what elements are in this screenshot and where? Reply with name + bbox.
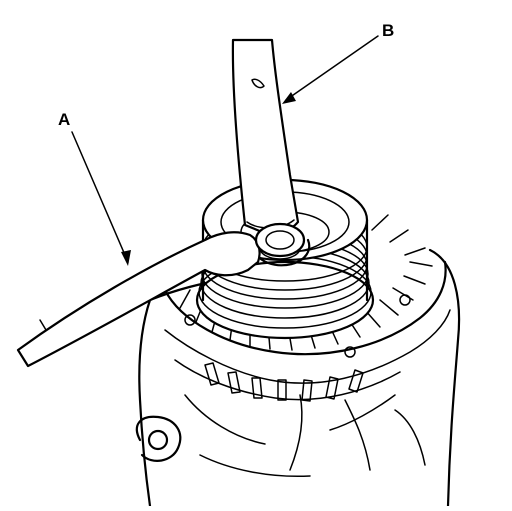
vent-slots [204,362,364,402]
leader-line-a [71,131,131,266]
leader-line-b [282,35,379,104]
callout-label-b: B [382,21,395,40]
wrench-b [231,38,300,235]
alternator-housing [138,248,461,508]
callout-label-a: A [58,110,71,129]
wrench-a [16,222,306,368]
mounting-lug [135,415,182,462]
